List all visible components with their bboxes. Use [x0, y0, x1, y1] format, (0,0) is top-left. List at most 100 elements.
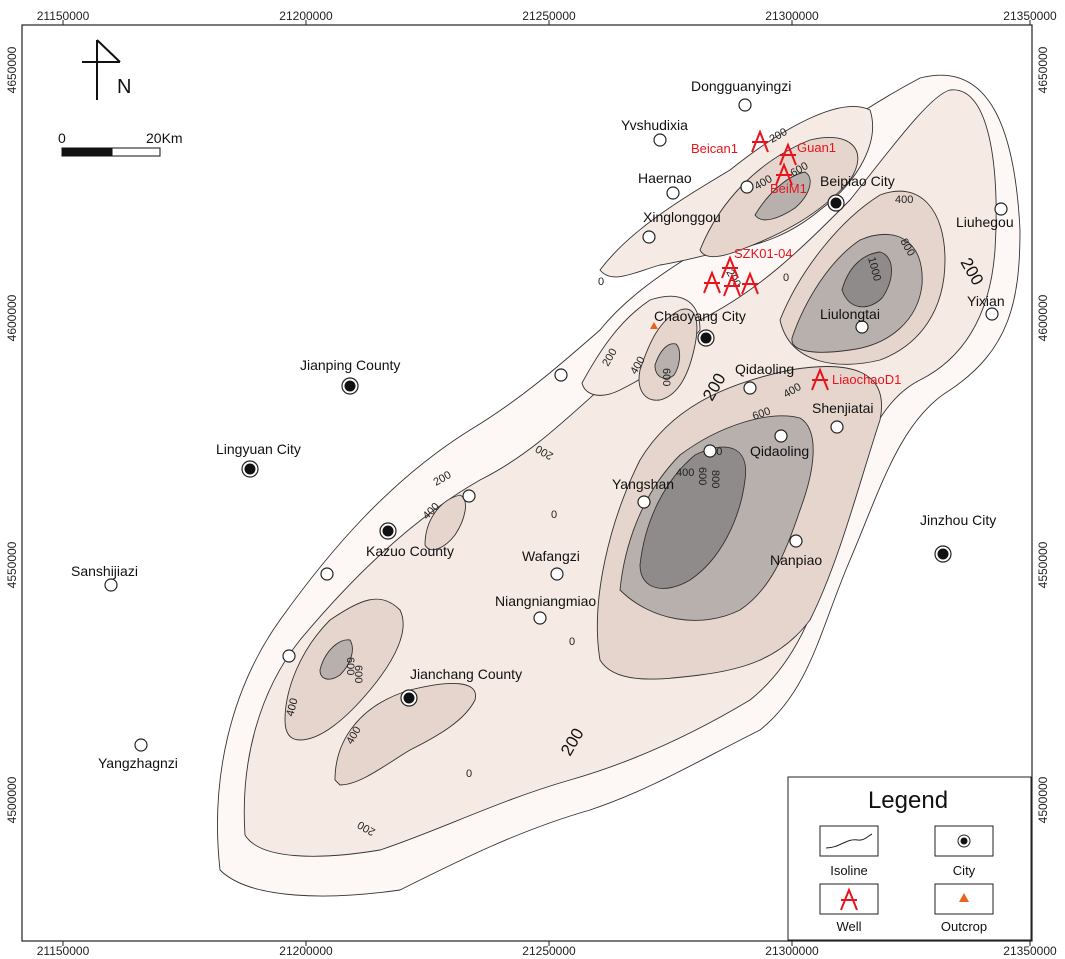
scale-start-label: 0 — [58, 130, 66, 146]
city-marker — [400, 689, 418, 707]
x-tick-label: 21300000 — [765, 9, 819, 23]
place-label: Beipiao City — [820, 173, 895, 189]
y-tick-label: 4650000 — [5, 46, 19, 93]
contour-bands — [217, 74, 1021, 897]
village-marker — [320, 567, 334, 581]
place-label: Lingyuan City — [216, 441, 301, 457]
place-label: Yvshudixia — [621, 117, 688, 133]
place-label: Jianchang County — [410, 666, 522, 682]
isoline-icon — [825, 833, 873, 849]
y-tick-label: 4600000 — [1036, 294, 1050, 341]
north-arrow-icon — [82, 39, 121, 100]
well-icon — [775, 162, 793, 186]
village-marker — [134, 738, 148, 752]
city-marker — [379, 522, 397, 540]
well-icon — [721, 255, 739, 279]
legend-label: Isoline — [830, 863, 868, 878]
well-icon — [751, 129, 769, 153]
city-marker — [341, 377, 359, 395]
village-marker — [104, 578, 118, 592]
well-icon — [703, 270, 721, 294]
well-icon — [779, 142, 797, 166]
village-marker — [740, 180, 754, 194]
isoline-label: 600 — [660, 368, 672, 386]
city-marker — [827, 194, 845, 212]
place-label: Qidaoling — [735, 361, 794, 377]
place-label: Liulongtai — [820, 306, 880, 322]
x-tick-label: 21200000 — [279, 944, 333, 958]
band-600-d — [654, 343, 681, 379]
city-markers — [241, 194, 952, 707]
isoline-label: 400 — [676, 467, 694, 479]
legend-title: Legend — [868, 787, 948, 814]
x-tick-label: 21150000 — [37, 9, 90, 23]
village-marker — [282, 649, 296, 663]
place-label: Haernao — [638, 170, 692, 186]
band-800-a — [639, 446, 747, 589]
well-label: Guan1 — [797, 140, 836, 155]
isoline-labels: 200 400 600 800 1000 0 200 400 400 600 0… — [284, 126, 987, 838]
y-tick-label: 4600000 — [5, 294, 19, 341]
band-400-f — [334, 682, 476, 786]
village-marker — [550, 567, 564, 581]
place-labels: Dongguanyingzi Yvshudixia Haernao Xinglo… — [71, 78, 1014, 771]
place-label: Jinzhou City — [920, 512, 996, 528]
place-label: Liuhegou — [956, 214, 1014, 230]
city-marker — [934, 545, 952, 563]
place-label: Nanpiao — [770, 552, 822, 568]
scale-end-label: 20Km — [146, 130, 183, 146]
well-icon — [741, 271, 759, 295]
well-label: BeiM1 — [770, 181, 807, 196]
well-label: LiaochaoD1 — [832, 372, 901, 387]
place-label: Dongguanyingzi — [691, 78, 791, 94]
isoline-label: 800 — [709, 470, 721, 488]
isoline-label: 600 — [344, 657, 356, 675]
village-marker — [533, 611, 547, 625]
isoline-label: 400 — [284, 697, 300, 718]
city-marker — [697, 329, 715, 347]
well-icon — [811, 367, 829, 391]
place-label: Kazuo County — [366, 543, 454, 559]
place-label: Yixian — [967, 293, 1005, 309]
x-tick-label: 21200000 — [279, 9, 333, 23]
band-800-b — [841, 251, 892, 308]
place-label: Jianping County — [300, 357, 400, 373]
village-marker — [642, 230, 656, 244]
village-marker — [985, 307, 999, 321]
band-600-a — [754, 171, 811, 221]
village-marker — [653, 133, 667, 147]
village-marker — [774, 429, 788, 443]
outcrop-marker — [650, 322, 658, 329]
scale-bar — [61, 147, 161, 157]
village-markers — [104, 98, 1008, 752]
y-tick-label: 4650000 — [1036, 46, 1050, 93]
y-tick-label: 4550000 — [1036, 541, 1050, 588]
y-tick-label: 4550000 — [5, 541, 19, 588]
y-axis-left: 4650000 4600000 4550000 4500000 — [5, 46, 19, 823]
place-label: Sanshijiazi — [71, 563, 138, 579]
place-label: Yangshan — [612, 476, 674, 492]
y-tick-label: 4500000 — [5, 776, 19, 823]
village-marker — [637, 495, 651, 509]
isoline-label: 0 — [569, 636, 575, 648]
isoline-label: 0 — [466, 768, 472, 780]
well-markers — [703, 129, 829, 391]
village-marker — [830, 420, 844, 434]
isoline-label: 600 — [751, 405, 772, 423]
map-border — [21, 24, 1033, 942]
well-label: SZK01-04 — [734, 246, 793, 261]
band-600-e — [319, 639, 353, 680]
village-marker — [855, 320, 869, 334]
village-marker — [738, 98, 752, 112]
y-axis-right: 4650000 4600000 4550000 4500000 — [1036, 46, 1050, 823]
x-tick-label: 21250000 — [522, 9, 576, 23]
x-tick-label: 21350000 — [1003, 944, 1057, 958]
legend-label: Well — [836, 919, 861, 934]
village-marker — [743, 381, 757, 395]
isoline-label: 600 — [696, 467, 708, 485]
city-marker — [241, 460, 259, 478]
legend: Legend Isoline City Well Outcrop — [787, 776, 1032, 941]
place-label: Chaoyang City — [654, 308, 746, 324]
place-label: Yangzhagnzi — [98, 755, 178, 771]
